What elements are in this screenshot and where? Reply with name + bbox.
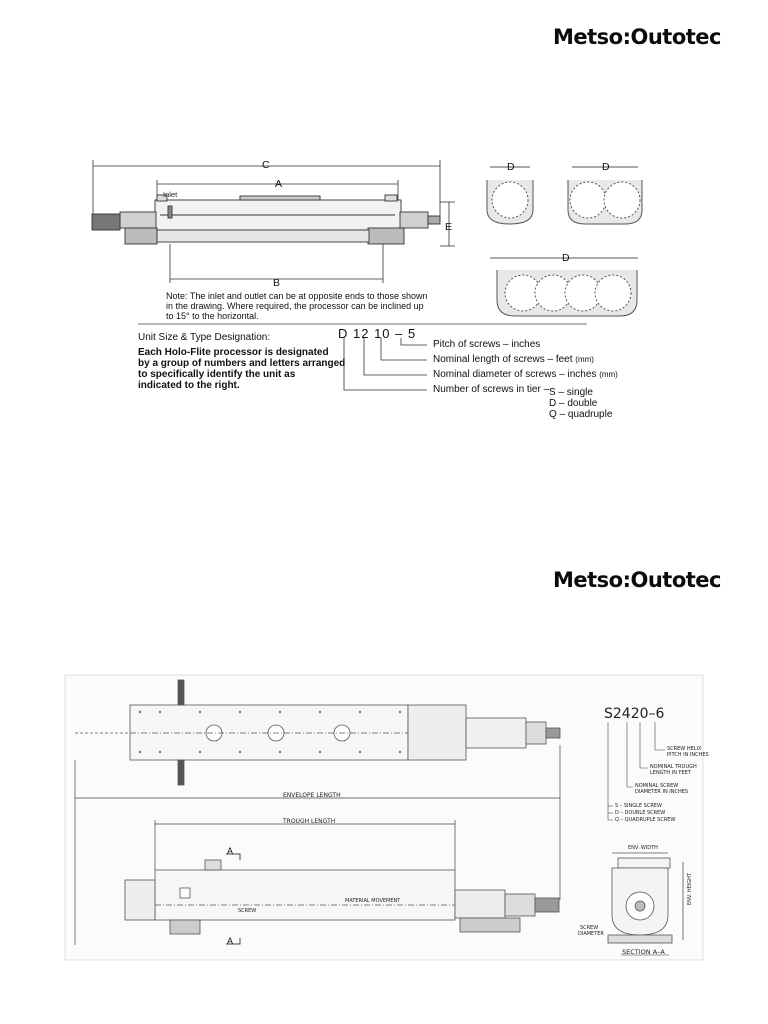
trough-length-label: TROUGH LENGTH	[283, 818, 336, 825]
legend-pitch: Pitch of screws – inches	[433, 339, 541, 350]
processor-body	[91, 194, 441, 245]
legend-quadruple: Q – quadruple	[549, 409, 613, 420]
legend-diameter: Nominal diameter of screws – inches (mm)	[433, 369, 618, 380]
section-marker-bottom: A	[227, 936, 234, 946]
inlet-label: Inlet	[163, 190, 178, 199]
dim-label-e: E	[445, 221, 453, 233]
designation-para-4: indicated to the right.	[138, 380, 240, 391]
cross-section-single	[486, 166, 534, 225]
designation-para-1: Each Holo-Flite processor is designated	[138, 347, 329, 358]
side-view	[124, 859, 560, 935]
callout-trough-1: NOMINAL TROUGH	[650, 764, 697, 770]
callout-single: S – SINGLE SCREW	[615, 803, 662, 809]
legend-single: S – single	[549, 387, 593, 398]
envelope-length-line	[74, 745, 561, 945]
callout-quadruple: Q – QUADRUPLE SCREW	[615, 817, 676, 823]
dim-label-d-double: D	[602, 161, 610, 173]
top-view-bolts	[138, 710, 402, 754]
callout-screw-dia-1: NOMINAL SCREW	[635, 783, 679, 789]
brand-logo-bottom: Metso:Outotec	[553, 568, 722, 592]
dim-label-d-single: D	[507, 161, 515, 173]
top-view	[75, 679, 561, 786]
note-line-3: to 15° to the horizontal.	[166, 311, 259, 321]
legend-length-text: Nominal length of screws – feet	[433, 354, 573, 365]
model-leaders	[607, 722, 665, 821]
legend-double: D – double	[549, 398, 598, 409]
designation-para-3: to specifically identify the unit as	[138, 369, 296, 380]
screw-label: SCREW	[238, 908, 257, 914]
dim-label-d-quad: D	[562, 252, 570, 264]
section-a-a-label: SECTION A–A	[622, 948, 665, 956]
section-arrows	[226, 853, 241, 945]
legend-number: Number of screws in tier –	[433, 384, 550, 395]
env-width-label: ENV. WIDTH	[628, 845, 658, 851]
cross-section-quadruple	[490, 257, 638, 317]
legend-length: Nominal length of screws – feet (mm)	[433, 354, 594, 365]
cross-section-double	[567, 166, 643, 225]
designation-para-2: by a group of numbers and letters arrang…	[138, 358, 346, 369]
screw-diameter-label-1: SCREW	[580, 925, 599, 931]
legend-length-unit: (mm)	[575, 355, 594, 364]
material-movement-label: MATERIAL MOVEMENT	[345, 898, 401, 904]
trough-length-line	[154, 820, 456, 870]
model-designation: S2420–6	[604, 706, 665, 722]
env-height-label: ENV. HEIGHT	[687, 873, 693, 905]
screw-diameter-label-2: DIAMETER	[578, 931, 604, 937]
callout-double: D – DOUBLE SCREW	[615, 810, 666, 816]
designation-code: D 12 10 – 5	[338, 326, 417, 341]
note-line-2: in the drawing. Where required, the proc…	[166, 301, 424, 311]
legend-diameter-unit: (mm)	[599, 370, 618, 379]
section-marker-top: A	[227, 846, 234, 856]
note-line-1: Note: The inlet and outlet can be at opp…	[166, 291, 428, 301]
dim-label-b: B	[273, 277, 281, 289]
dim-label-a: A	[275, 178, 283, 190]
callout-screw-dia-2: DIAMETER IN INCHES	[635, 789, 689, 795]
designation-heading: Unit Size & Type Designation:	[138, 332, 271, 343]
callout-helix-2: PITCH IN INCHES	[667, 752, 709, 758]
callout-helix-1: SCREW HELIX	[667, 746, 702, 752]
designation-leaders	[343, 338, 427, 391]
legend-diameter-text: Nominal diameter of screws – inches	[433, 369, 597, 380]
dim-label-c: C	[262, 159, 270, 171]
envelope-length-label: ENVELOPE LENGTH	[283, 792, 341, 799]
callout-trough-2: LENGTH IN FEET	[650, 770, 691, 776]
section-a-a-view	[607, 852, 684, 944]
brand-logo-top: Metso:Outotec	[553, 25, 722, 49]
